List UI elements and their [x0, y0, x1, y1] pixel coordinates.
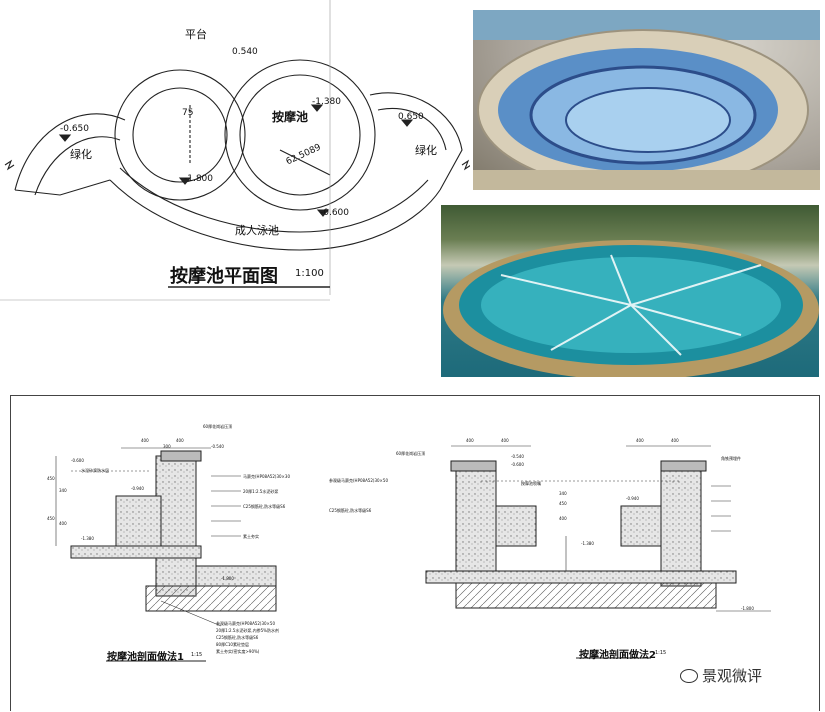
dim-m0600: -0.600: [320, 208, 350, 218]
green-right-label: 绿化: [415, 144, 437, 157]
watermark-text: 景观微评: [702, 667, 763, 685]
spa-photo-jets-art: [443, 240, 819, 377]
adult-pool-label: 成人泳池: [235, 224, 279, 237]
s2-dim-400b: 400: [501, 438, 509, 443]
plan-title: 按摩池平面图: [170, 266, 278, 287]
chat-bubble-icon: [680, 668, 698, 683]
s1-note-top: 60厚花岗岩压顶: [203, 424, 233, 429]
section-drawings: 400 400 300 -0.540 -0.600 -0.940 -1.380 …: [10, 395, 820, 711]
s2-dim-400c: 400: [636, 438, 644, 443]
s2-dim-m1800: -1.800: [741, 606, 754, 611]
dim-1380: -1.380: [312, 97, 342, 107]
s1-layer-a: 参观级马赛克(HP08A52)30×50: [216, 621, 275, 626]
s2-dim-340: 340: [559, 491, 567, 496]
s2-dim-m0940: -0.940: [626, 496, 639, 501]
s2-note-right: 角铁预埋件: [721, 456, 741, 461]
spa-photo-top-art: [473, 10, 820, 190]
s1-dim-450b: 450: [47, 516, 55, 521]
section2-scale: 1:15: [655, 650, 667, 656]
s2-note-mid: 按摩池喷嘴: [521, 481, 541, 486]
s1-dim-m0940: -0.940: [131, 486, 144, 491]
green-left-label: 绿化: [70, 148, 92, 161]
s1-layer-e: 素土夯实(密实度>90%): [216, 649, 260, 654]
s1-dim-400c: 400: [59, 521, 67, 526]
dim-0650-right: 0.650: [398, 112, 424, 122]
section2-caption: 按摩池剖面做法2: [579, 650, 656, 661]
s1-dim-300: 300: [163, 444, 171, 449]
s1-note-1: 水泥砂浆防水层: [81, 468, 109, 473]
s2-dim-400e: 400: [559, 516, 567, 521]
s2-dim-400d: 400: [671, 438, 679, 443]
s1-dim-450a: 450: [47, 476, 55, 481]
dim-0540: 0.540: [232, 47, 258, 57]
watermark: 景观微评: [680, 665, 762, 686]
s1-dim-m0600: -0.600: [71, 458, 84, 463]
section-linework: [55, 445, 771, 662]
s2-note-top: 60厚花岗岩压顶: [396, 451, 426, 456]
s2-dim-m0540: -0.540: [511, 454, 524, 459]
s2-note-c25: C25钢筋砼,防水等级S6: [329, 508, 372, 513]
s1-dim-m1380: -1.380: [81, 536, 94, 541]
spa-pool-photo-jets: [441, 205, 819, 377]
s2-dim-450: 450: [559, 501, 567, 506]
s1-dim-m1800: -1.800: [221, 576, 234, 581]
s2-note-left: 参观级马赛克(HP08A52)30×50: [329, 478, 388, 483]
s1-dim-m0540: -0.540: [211, 444, 224, 449]
platform-label: 平台: [185, 28, 207, 41]
s2-dim-m1380: -1.380: [581, 541, 594, 546]
s1-note-3: 20厚1:2.5水泥砂浆: [243, 489, 279, 494]
dim-75: 75: [182, 108, 194, 118]
dim-m1800: -1.800: [184, 174, 214, 184]
s1-dim-400a: 400: [141, 438, 149, 443]
spa-pool-photo-top: [473, 10, 820, 190]
s1-dim-400b: 400: [176, 438, 184, 443]
s1-note-4: C25钢筋砼,防水等级S6: [243, 504, 286, 509]
plan-drawing: 平台 0.540 75 -0.650 0.650 绿化 绿化 按摩池 -1.38…: [0, 0, 470, 310]
s2-dim-m0600: -0.600: [511, 462, 524, 467]
s1-dim-340: 340: [59, 488, 67, 493]
spa-label: 按摩池: [272, 110, 309, 124]
plan-scale: 1:100: [295, 268, 324, 279]
s1-note-2: 马赛克(HP08A52)30×30: [243, 474, 290, 479]
section1-scale: 1:15: [191, 652, 203, 658]
dim-m0650-left: -0.650: [60, 124, 90, 134]
section1-caption: 按摩池剖面做法1: [107, 652, 184, 663]
s1-layer-d: 80厚C10素砼垫层: [216, 642, 249, 647]
plan-linework: [0, 0, 470, 301]
s1-layer-b: 20厚1:2.5水泥砂浆,内掺5%防水剂: [216, 628, 279, 633]
s1-layer-c: C25钢筋砼,防水等级S6: [216, 635, 259, 640]
s2-dim-400a: 400: [466, 438, 474, 443]
s1-note-5: 素土夯实: [243, 534, 259, 539]
